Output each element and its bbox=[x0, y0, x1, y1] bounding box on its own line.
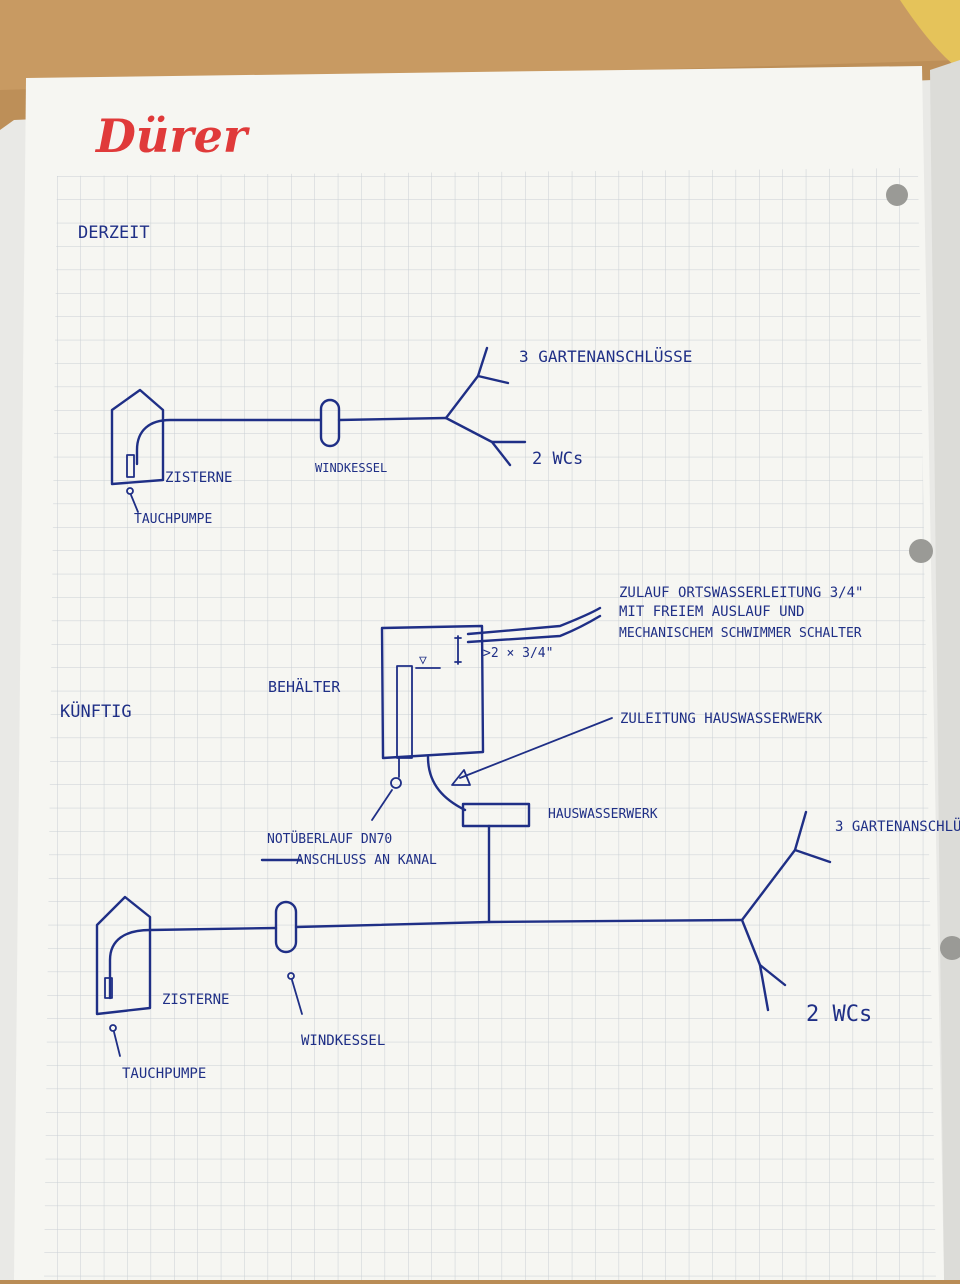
future-garden-label: 3 GARTENANSCHLÜSSE bbox=[835, 817, 960, 835]
water-level-mark: ▽ bbox=[419, 653, 427, 668]
feed-arrow-icon bbox=[451, 717, 613, 786]
current-distribution-pipes bbox=[337, 346, 527, 467]
future-heading: KÜNFTIG bbox=[60, 700, 132, 722]
future-pump bbox=[109, 1024, 121, 1057]
yellow-object bbox=[900, 0, 960, 70]
current-heading: DERZEIT bbox=[78, 223, 150, 243]
punch-hole bbox=[909, 539, 933, 563]
overflow-outlet bbox=[371, 757, 402, 821]
future-wc-label: 2 WCs bbox=[806, 1002, 872, 1027]
feed-label: ZULEITUNG HAUSWASSERWERK bbox=[620, 711, 823, 727]
future-distribution-pipes bbox=[740, 810, 832, 1012]
inflow-pipe bbox=[454, 606, 602, 665]
pump-station-label: HAUSWASSERWERK bbox=[548, 807, 658, 822]
current-pressure-tank bbox=[319, 398, 341, 448]
future-main-pipe bbox=[294, 918, 744, 929]
punch-hole bbox=[886, 184, 908, 206]
container-tank bbox=[380, 624, 485, 760]
current-pump bbox=[126, 487, 139, 513]
brand-logo: Dürer bbox=[94, 109, 251, 163]
pump-station-box bbox=[461, 802, 531, 828]
inflow-text-3: MECHANISCHEM SCHWIMMER SCHALTER bbox=[619, 626, 862, 641]
future-tank-label: WINDKESSEL bbox=[301, 1033, 385, 1049]
feed-pipe bbox=[426, 755, 467, 812]
current-cistern-label: ZISTERNE bbox=[165, 470, 232, 486]
overflow-label-2: ANSCHLUSS AN KANAL bbox=[296, 853, 437, 868]
future-tank-pointer bbox=[287, 972, 303, 1015]
current-garden-label: 3 GARTENANSCHLÜSSE bbox=[519, 347, 692, 366]
future-pump-label: TAUCHPUMPE bbox=[122, 1066, 206, 1082]
punch-hole bbox=[940, 936, 960, 960]
current-pump-label: TAUCHPUMPE bbox=[134, 512, 212, 527]
inflow-text-1: ZULAUF ORTSWASSERLEITUNG 3/4" bbox=[619, 585, 863, 601]
inflow-text-2: MIT FREIEM AUSLAUF UND bbox=[619, 604, 804, 620]
overflow-label-1: NOTÜBERLAUF DN70 bbox=[267, 830, 392, 847]
air-gap-label: >2 × 3/4" bbox=[483, 646, 553, 661]
future-cistern bbox=[95, 895, 278, 1016]
container-label: BEHÄLTER bbox=[268, 677, 341, 696]
future-cistern-label: ZISTERNE bbox=[162, 992, 229, 1008]
current-tank-label: WINDKESSEL bbox=[315, 461, 387, 475]
current-cistern bbox=[110, 388, 322, 486]
current-wc-label: 2 WCs bbox=[532, 449, 583, 469]
